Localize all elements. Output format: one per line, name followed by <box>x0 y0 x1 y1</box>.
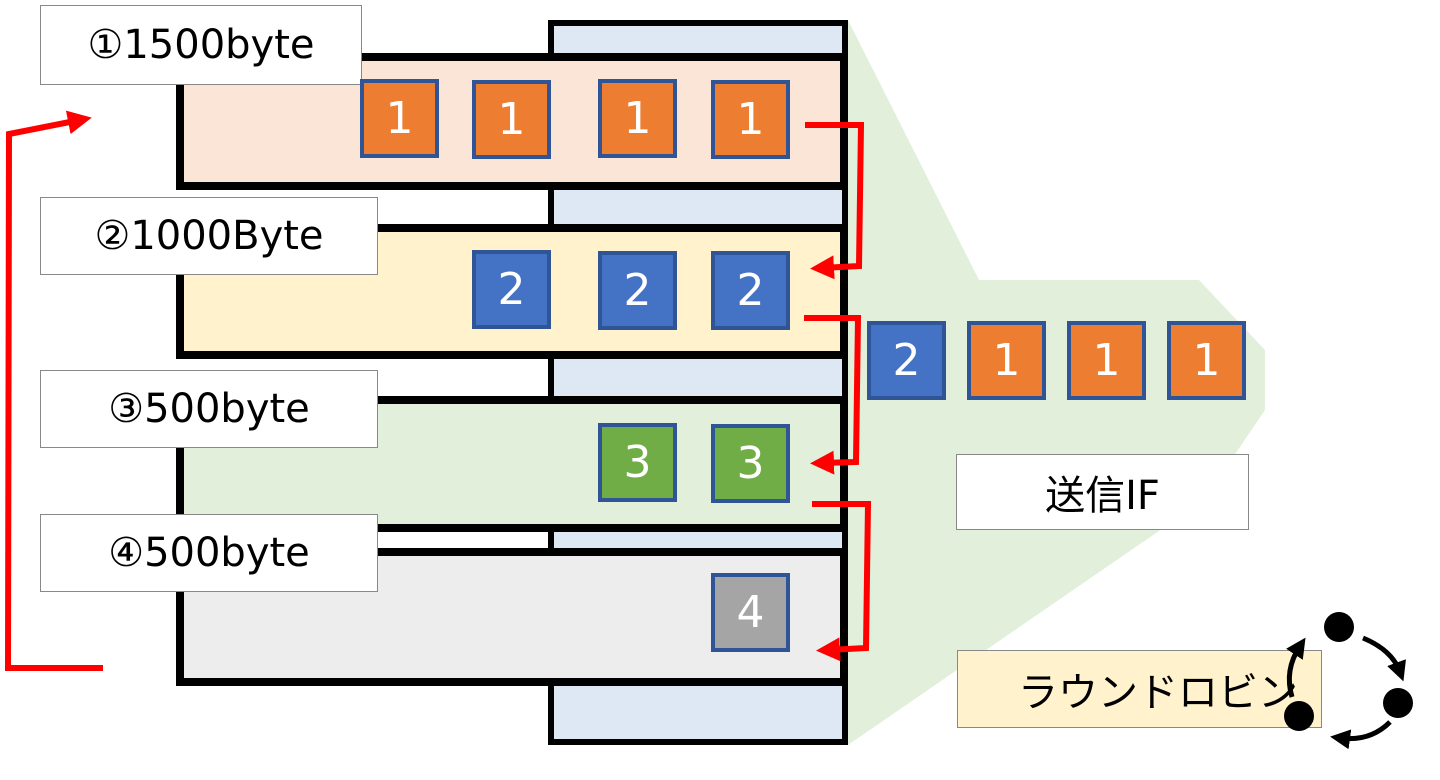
packet: 1 <box>360 79 439 158</box>
queue-1-label: ①1500byte <box>40 5 362 85</box>
packet: 2 <box>711 251 790 330</box>
arrow-q3-to-q4 <box>812 501 872 662</box>
arrow-q2-to-q3 <box>804 315 862 475</box>
round-robin-icon <box>1284 612 1413 750</box>
packet: 4 <box>711 573 790 652</box>
packet: 1 <box>598 79 677 158</box>
arrow-q1-to-q2 <box>805 122 865 280</box>
queue-3-label: ③500byte <box>40 370 378 448</box>
round-robin-label: ラウンドロビン <box>957 650 1322 728</box>
packet: 3 <box>711 424 790 503</box>
return-arrow <box>4 110 103 671</box>
output-funnel <box>848 20 1265 745</box>
send-interface-label: 送信IF <box>956 454 1249 530</box>
queue-2-label: ②1000Byte <box>40 197 378 275</box>
queue-4-label: ④500byte <box>40 514 378 592</box>
output-packet: 1 <box>967 321 1046 400</box>
output-packet: 2 <box>867 321 946 400</box>
packet: 1 <box>711 80 790 159</box>
packet: 3 <box>598 423 677 502</box>
output-packet: 1 <box>1067 321 1146 400</box>
packet: 2 <box>472 250 551 329</box>
output-packet: 1 <box>1167 321 1246 400</box>
packet: 2 <box>598 251 677 330</box>
packet: 1 <box>472 80 551 159</box>
